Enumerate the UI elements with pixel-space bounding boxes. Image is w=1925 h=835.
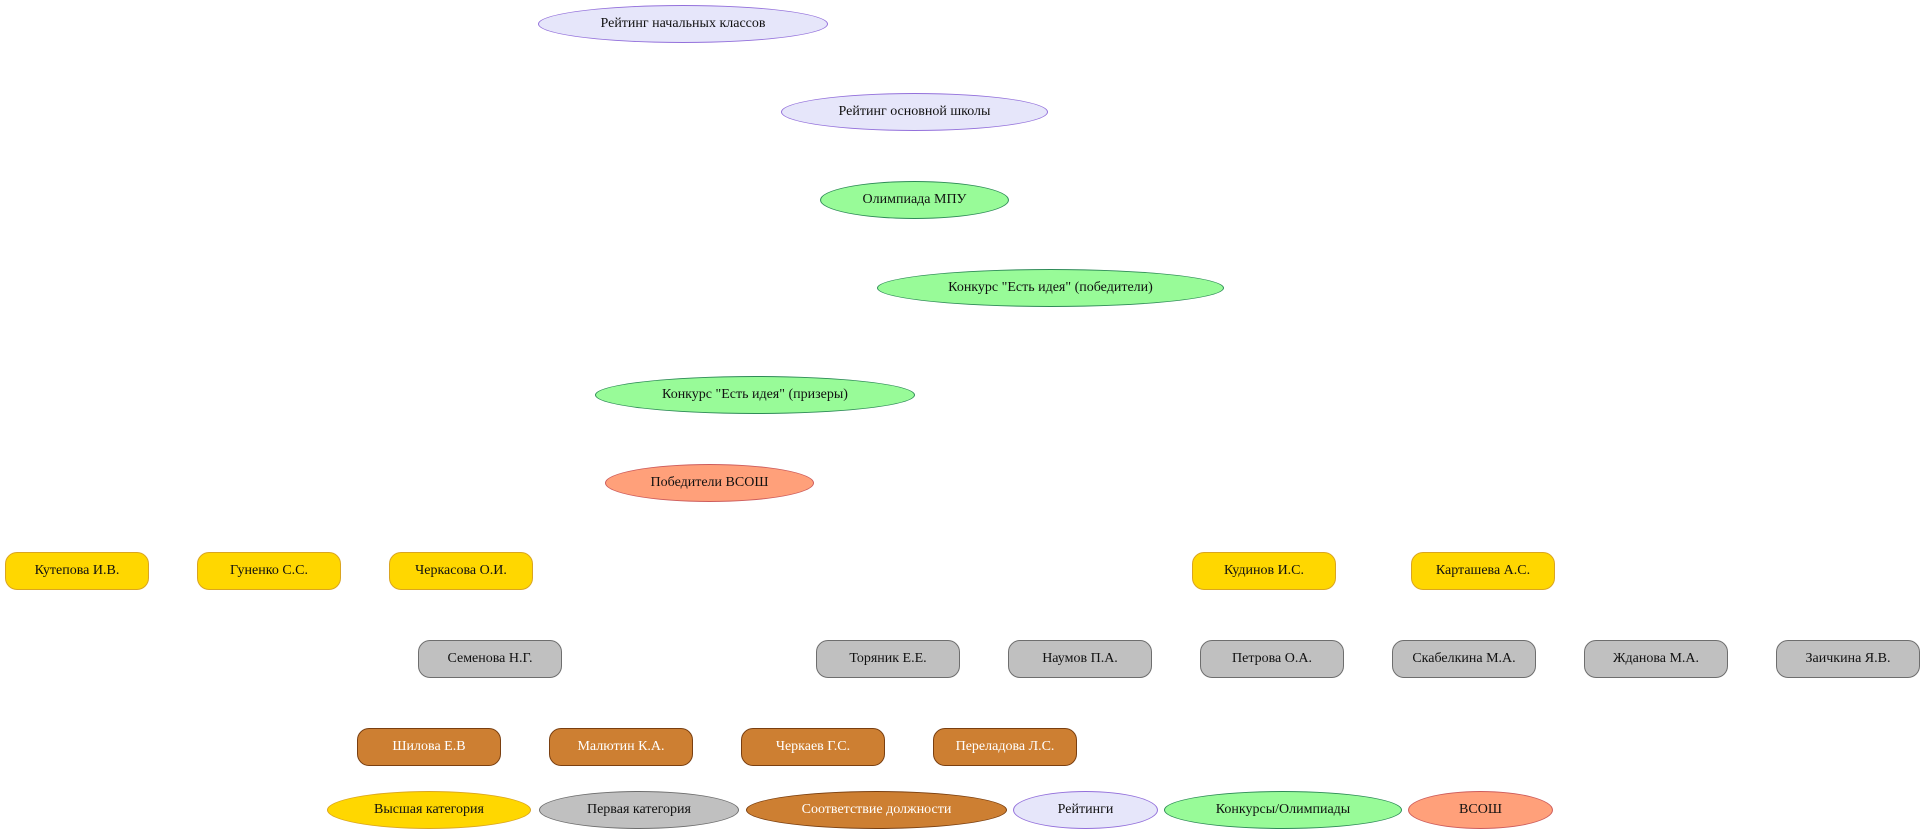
node-label: Жданова М.А. xyxy=(1612,651,1700,666)
node-label: Скабелкина М.А. xyxy=(1412,651,1516,666)
node-label: Черкасова О.И. xyxy=(415,563,507,578)
teacher-node-match: Шилова Е.В xyxy=(357,728,501,766)
node-label: Кудинов И.С. xyxy=(1223,563,1305,578)
teacher-node-match: Переладова Л.С. xyxy=(933,728,1077,766)
legend-label: Высшая категория xyxy=(374,802,484,817)
legend-first-category: Первая категория xyxy=(539,791,739,829)
teacher-node-first: Семенова Н.Г. xyxy=(418,640,562,678)
node-rating-primary: Рейтинг начальных классов xyxy=(538,5,828,43)
legend-label: Соответствие должности xyxy=(801,802,952,817)
node-label: Кутепова И.В. xyxy=(34,563,120,578)
node-olympiad-mpu: Олимпиада МПУ xyxy=(820,181,1009,219)
node-vsosh-winners: Победители ВСОШ xyxy=(605,464,814,502)
legend-ratings: Рейтинги xyxy=(1013,791,1158,829)
node-label: Наумов П.А. xyxy=(1042,651,1118,666)
legend-contests: Конкурсы/Олимпиады xyxy=(1164,791,1402,829)
node-label: Конкурс "Есть идея" (победители) xyxy=(948,280,1153,295)
teacher-node-match: Черкаев Г.С. xyxy=(741,728,885,766)
node-contest-winners: Конкурс "Есть идея" (победители) xyxy=(877,269,1224,307)
node-label: Торяник Е.Е. xyxy=(849,651,927,666)
legend-label: Конкурсы/Олимпиады xyxy=(1215,802,1351,817)
teacher-node-first: Наумов П.А. xyxy=(1008,640,1152,678)
node-label: Черкаев Г.С. xyxy=(775,739,851,754)
legend-high-category: Высшая категория xyxy=(327,791,531,829)
node-label: Семенова Н.Г. xyxy=(447,651,533,666)
legend-label: Первая категория xyxy=(586,802,691,817)
teacher-node-first: Жданова М.А. xyxy=(1584,640,1728,678)
legend-label: ВСОШ xyxy=(1459,802,1502,817)
teacher-node-high: Гуненко С.С. xyxy=(197,552,341,590)
node-label: Рейтинг начальных классов xyxy=(600,16,766,31)
teacher-node-first: Петрова О.А. xyxy=(1200,640,1344,678)
teacher-node-first: Заичкина Я.В. xyxy=(1776,640,1920,678)
node-label: Победители ВСОШ xyxy=(650,475,769,490)
teacher-node-high: Кудинов И.С. xyxy=(1192,552,1336,590)
node-label: Шилова Е.В xyxy=(392,739,466,754)
node-label: Петрова О.А. xyxy=(1232,651,1312,666)
legend-position-match: Соответствие должности xyxy=(746,791,1007,829)
node-label: Конкурс "Есть идея" (призеры) xyxy=(662,387,848,402)
node-label: Гуненко С.С. xyxy=(229,563,309,578)
node-contest-prizewinners: Конкурс "Есть идея" (призеры) xyxy=(595,376,915,414)
node-label: Переладова Л.С. xyxy=(955,739,1055,754)
teacher-node-high: Карташева А.С. xyxy=(1411,552,1555,590)
teacher-node-first: Торяник Е.Е. xyxy=(816,640,960,678)
legend-label: Рейтинги xyxy=(1057,802,1114,817)
node-label: Рейтинг основной школы xyxy=(838,104,991,119)
node-label: Олимпиада МПУ xyxy=(862,192,967,207)
node-label: Малютин К.А. xyxy=(577,739,665,754)
teacher-node-high: Кутепова И.В. xyxy=(5,552,149,590)
node-label: Карташева А.С. xyxy=(1435,563,1531,578)
node-rating-main-school: Рейтинг основной школы xyxy=(781,93,1048,131)
node-label: Заичкина Я.В. xyxy=(1805,651,1891,666)
teacher-node-first: Скабелкина М.А. xyxy=(1392,640,1536,678)
legend-vsosh: ВСОШ xyxy=(1408,791,1553,829)
teacher-node-high: Черкасова О.И. xyxy=(389,552,533,590)
teacher-node-match: Малютин К.А. xyxy=(549,728,693,766)
